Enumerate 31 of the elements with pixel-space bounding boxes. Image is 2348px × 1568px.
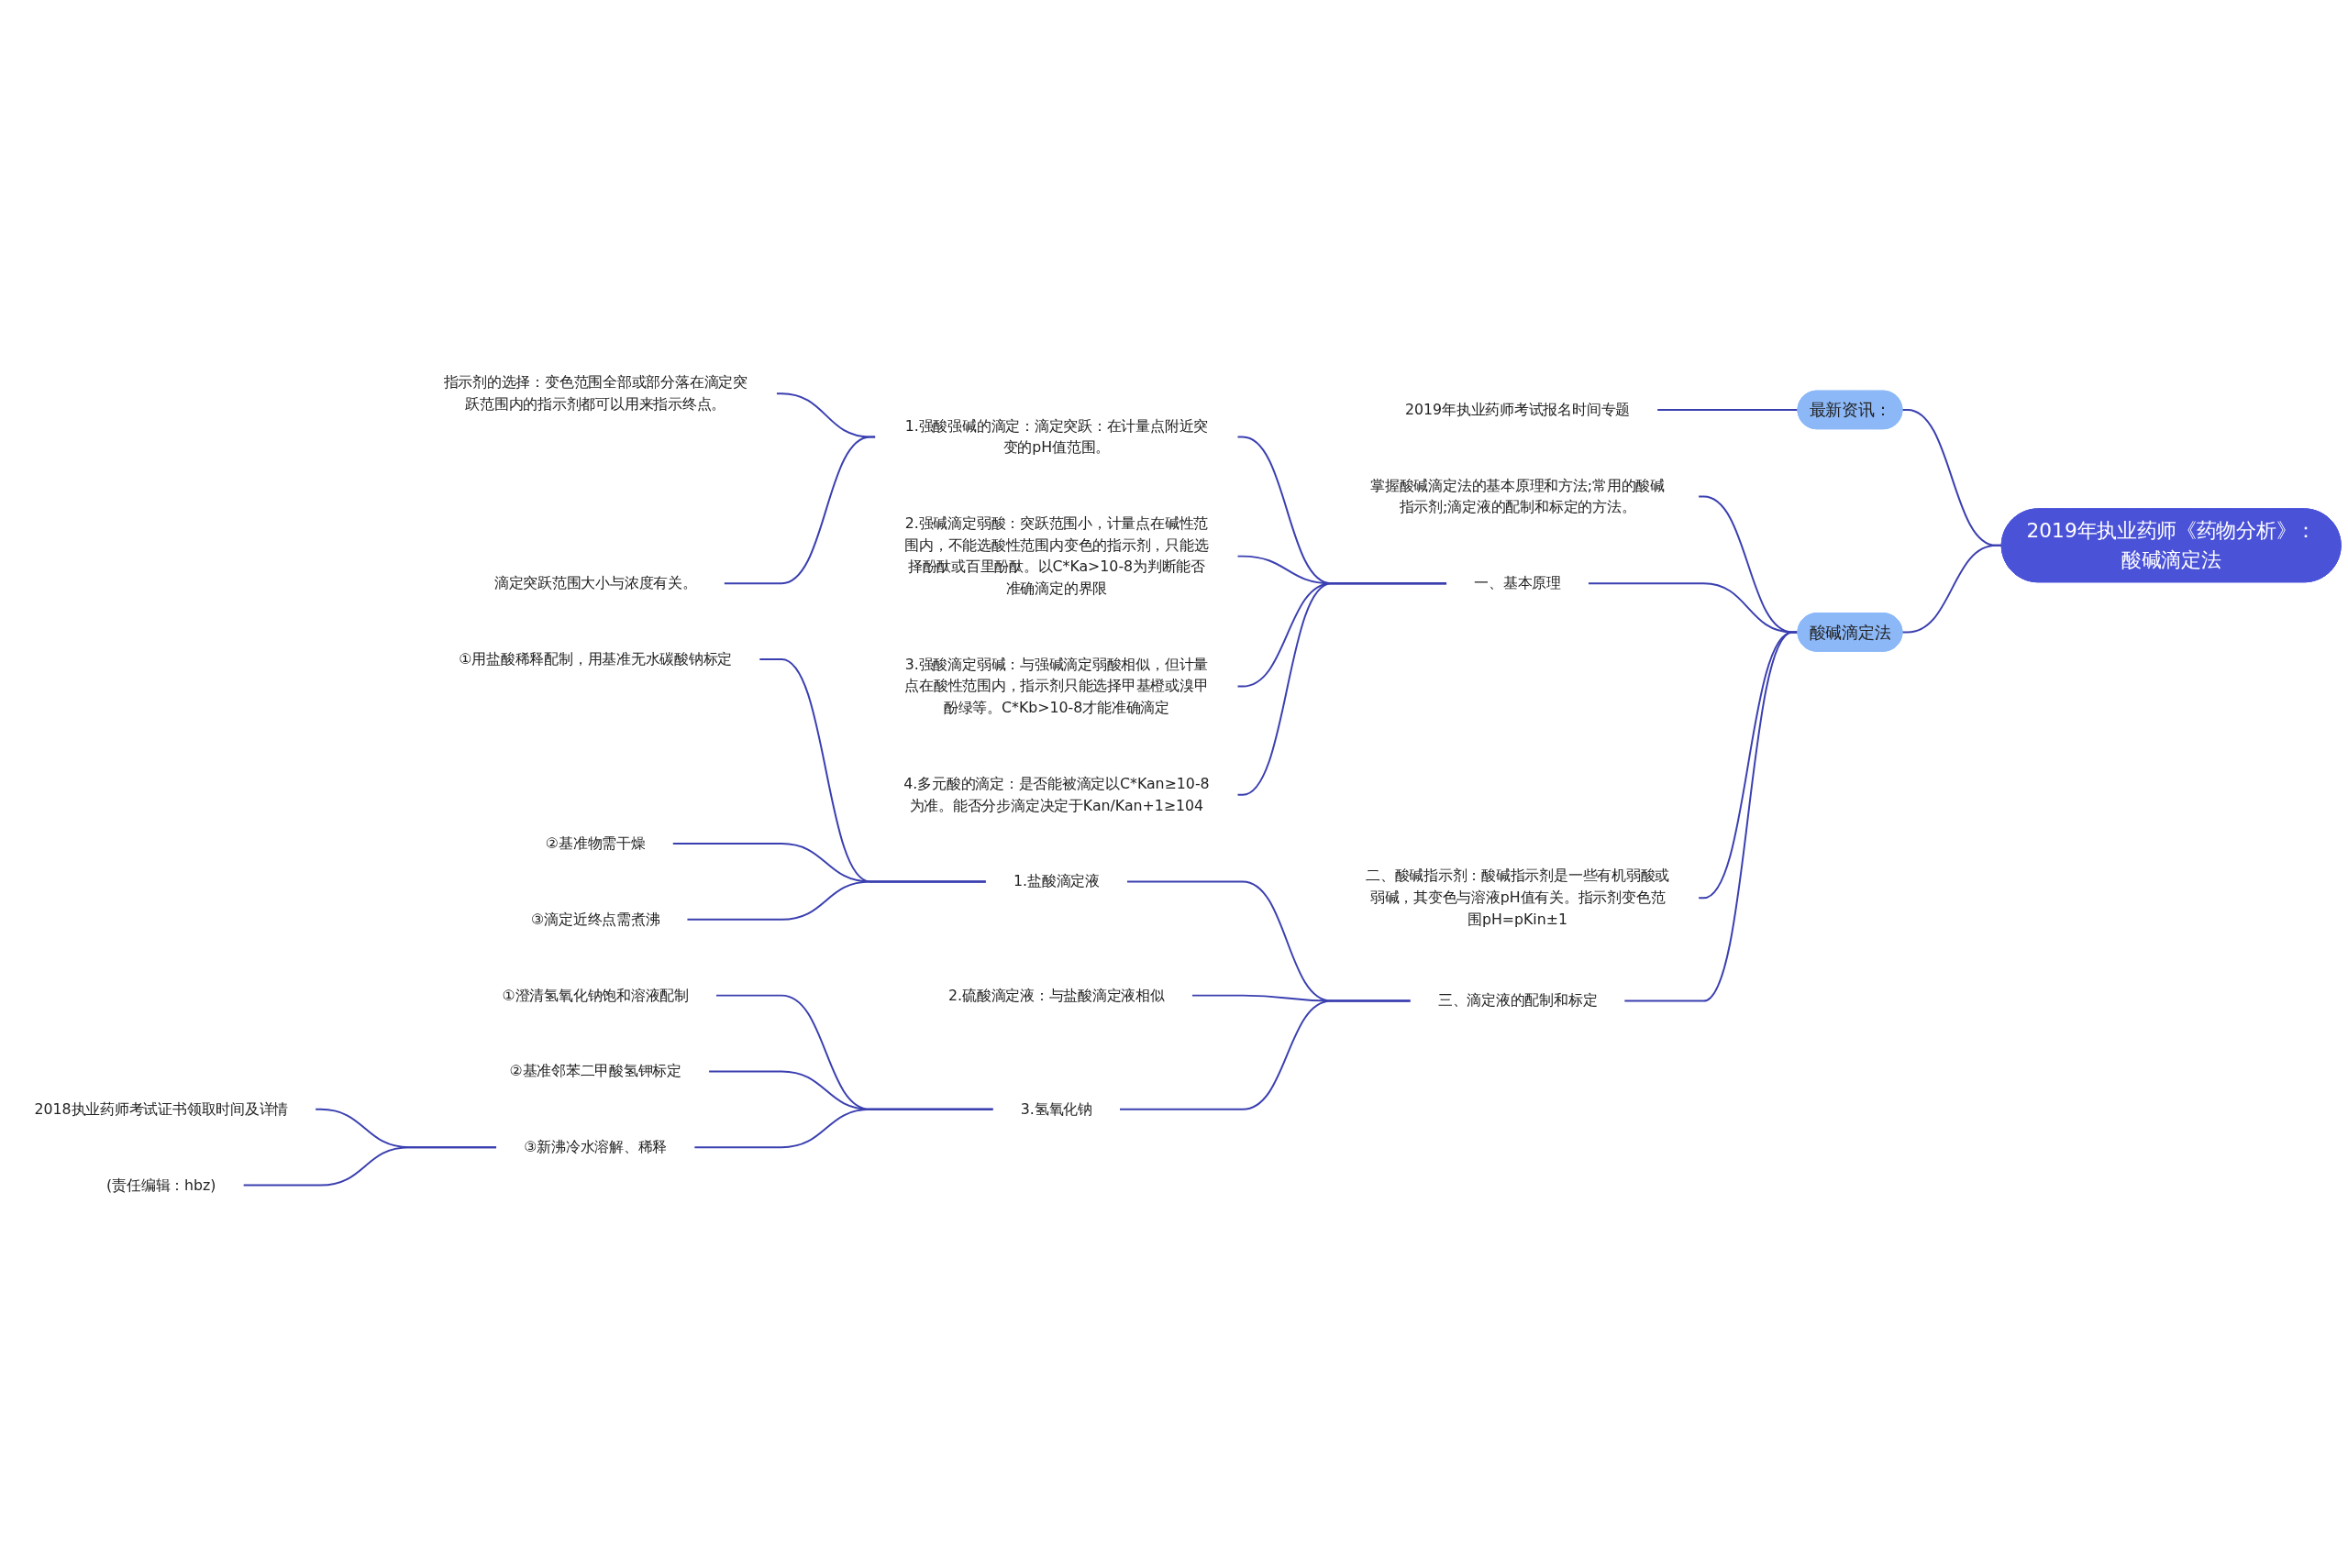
node-text: 3.氢氧化钠 [1020,1099,1092,1118]
node-text: ③滴定近终点需煮沸 [531,910,660,928]
node-text: 2.硫酸滴定液：与盐酸滴定液相似 [947,986,1165,1004]
node-text: 2.强碱滴定弱酸：突跃范围小，计量点在碱性范围内，不能选酸性范围内变色的指示剂，只能选择酚酞或百里酚酞。以C*Ka>10-8为判断能否准确滴定的界限 [904,514,1209,597]
node-text: 二、酸碱指示剂：酸碱指示剂是一些有机弱酸或弱碱，其变色与溶液pH值有关。指示剂变色范围pH=pKin±1 [1365,867,1670,928]
node-text: 滴定突跃范围大小与浓度有关。 [493,574,697,592]
node-text: ①澄清氢氧化钠饱和溶液配制 [502,986,689,1004]
node-text: 3.强酸滴定弱碱：与强碱滴定弱酸相似，但计量点在酸性范围内，指示剂只能选择甲基橙或溴甲酚绿等。C*Kb>10-8才能准确滴定 [904,656,1209,717]
connector [242,1146,498,1187]
node-text: 1.强酸强碱的滴定：滴定突跃：在计量点附近突变的pH值范围。 [904,416,1209,457]
node-text: ①用盐酸稀释配制，用基准无水碳酸钠标定 [459,650,733,668]
connector [1118,999,1412,1110]
connector [1236,582,1448,796]
connector [1623,631,1800,1002]
node-text: 掌握酸碱滴定法的基本原理和方法;常用的酸碱指示剂;滴定液的配制和标定的方法。 [1370,476,1665,516]
connector [1656,408,1800,411]
node-text: 2019年执业药师考试报名时间专题 [1404,401,1631,418]
node-text: 三、滴定液的配制和标定 [1437,991,1598,1010]
node-text: ③新沸冷水溶解、稀释 [524,1138,668,1156]
node-text: 1.盐酸滴定液 [1013,872,1100,890]
node-text: (责任编辑：hbz) [106,1176,216,1194]
connector [1900,408,2003,547]
connector [692,1108,995,1149]
node-text: ②基准物需干燥 [545,834,646,852]
node-text: ②基准邻苯二甲酸氢钾标定 [509,1062,682,1080]
node-text: 一、基本原理 [1474,574,1561,592]
node-text: 4.多元酸的滴定：是否能被滴定以C*Kan≥10-8为准。能否分步滴定决定于Kan/Kan+1≥104 [903,775,1210,814]
connector [685,880,988,921]
node-text: 指示剂的选择：变色范围全部或部分落在滴定突跃范围内的指示剂都可以用来指示终点。 [443,373,748,413]
node-text: 2018执业药师考试证书领取时间及详情 [34,1099,289,1118]
connector [723,436,877,585]
